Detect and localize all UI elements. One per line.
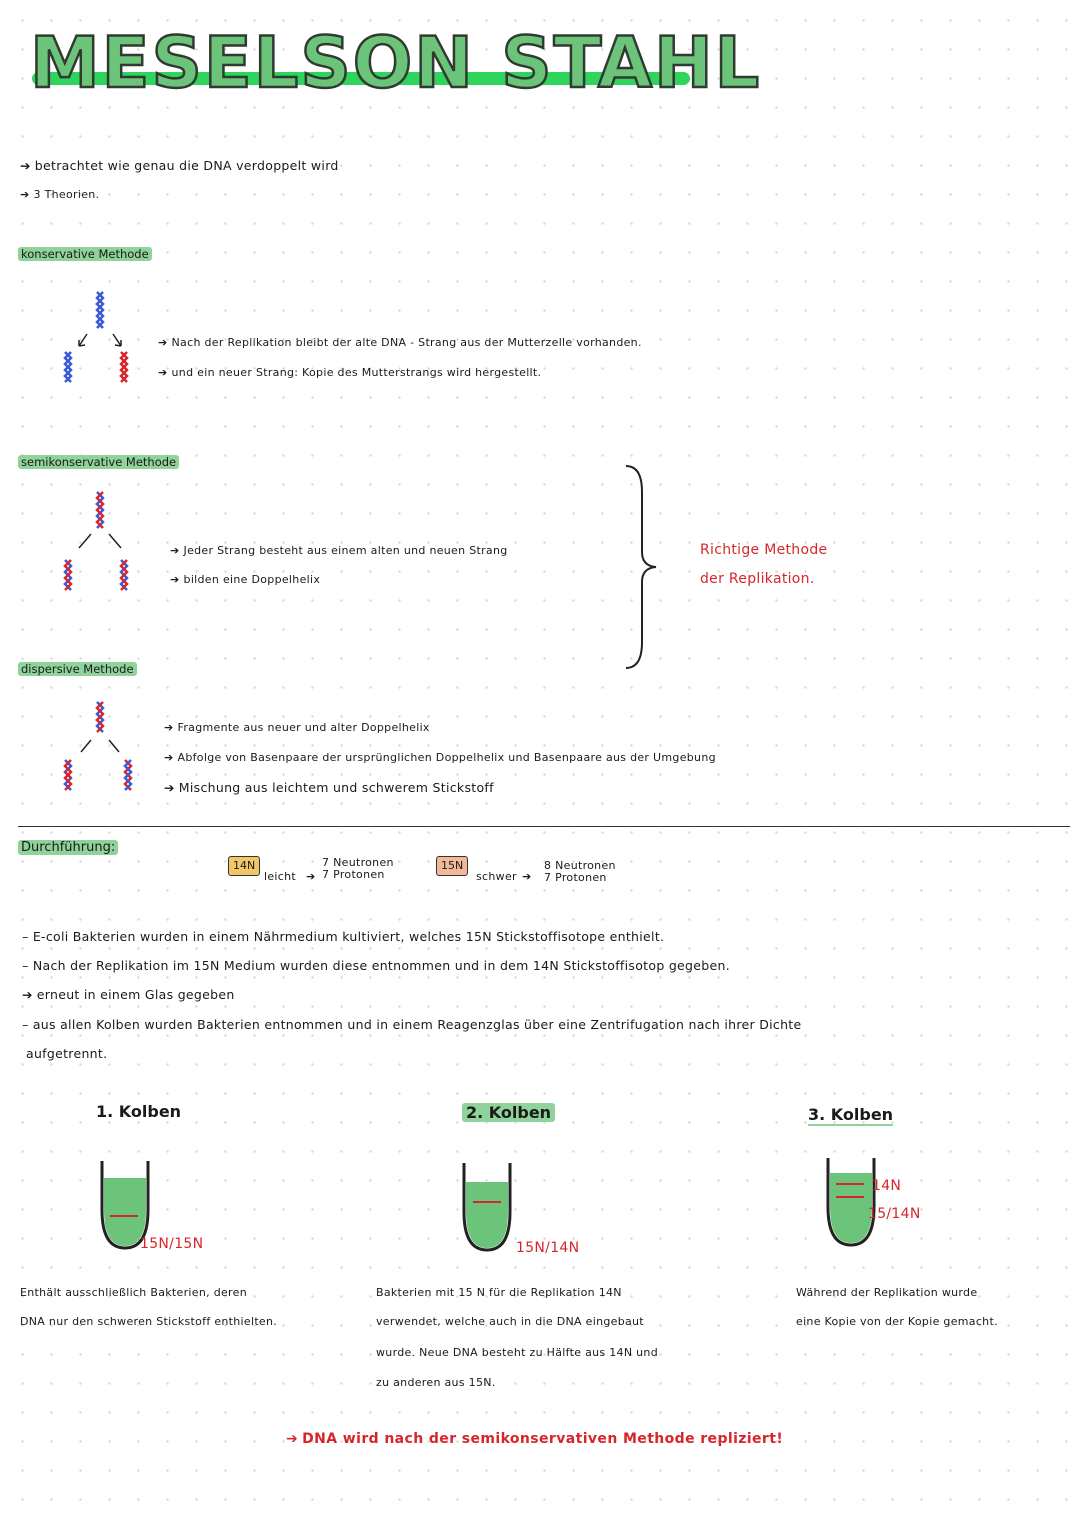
procedure-step-3: ➔erneut in einem Glas gegeben — [22, 987, 235, 1002]
intro-line-2: ➔3 Theorien. — [20, 188, 100, 201]
branch-left-line — [80, 739, 92, 753]
flask-2-band-label: 15N/14N — [516, 1240, 580, 1256]
arrow-right-icon: ➔ — [158, 366, 168, 379]
arrow-right-icon: ➔ — [20, 188, 30, 201]
arrow-right-icon: ➔ — [158, 336, 168, 349]
parent-helix-icon — [95, 291, 105, 329]
isotope-14n-badge: 14N — [228, 856, 261, 876]
mixed-helix-left-icon — [63, 759, 73, 791]
parent-helix-icon — [95, 701, 105, 733]
flask-2-description-line-4: zu anderen aus 15N. — [376, 1376, 496, 1389]
dispersive-method-label: dispersive Methode — [18, 662, 137, 676]
dispersive-point-1: ➔Fragmente aus neuer und alter Doppelhel… — [164, 721, 430, 734]
procedure-step-2: – Nach der Replikation im 15N Medium wur… — [22, 958, 730, 973]
flask-3-band-15-14n — [836, 1196, 864, 1198]
conservative-helix-diagram — [63, 291, 129, 383]
flask-1-description-line-1: Enthält ausschließlich Bakterien, deren — [20, 1286, 247, 1299]
section-divider — [18, 826, 1070, 827]
flask-2-band — [473, 1201, 501, 1203]
semiconservative-helix-diagram — [63, 491, 129, 591]
conservative-point-1: ➔Nach der Replikation bleibt der alte DN… — [158, 336, 642, 349]
test-tube-2-icon — [462, 1163, 512, 1252]
flask-3-band-14n — [836, 1183, 864, 1185]
parent-helix-icon — [95, 491, 105, 529]
arrow-right-icon: ➔ — [22, 987, 33, 1002]
branch-right-line — [108, 739, 120, 753]
title-underline — [32, 72, 690, 85]
isotope-14n-weight: leicht — [264, 870, 297, 883]
flask-3-title: 3. Kolben — [808, 1105, 894, 1126]
arrow-right-icon: ➔ — [164, 721, 174, 734]
correct-method-note-line-2: der Replikation. — [700, 571, 815, 587]
flask-2-description-line-2: verwendet, welche auch in die DNA eingeb… — [376, 1315, 644, 1328]
daughter-helix-right-icon — [119, 559, 129, 591]
isotope-15n-badge: 15N — [436, 856, 469, 876]
semiconservative-point-1: ➔Jeder Strang besteht aus einem alten un… — [170, 544, 508, 557]
conservative-method-label: konservative Methode — [18, 247, 152, 261]
procedure-step-1: – E-coli Bakterien wurden in einem Nährm… — [22, 929, 665, 944]
page-title: MESELSON STAHL — [29, 22, 762, 104]
isotope-14n-particles: 7 Neutronen 7 Protonen — [322, 856, 394, 881]
correct-method-note-line-1: Richtige Methode — [700, 542, 828, 558]
flask-2-description-line-3: wurde. Neue DNA besteht zu Hälfte aus 14… — [376, 1346, 658, 1359]
arrow-right-icon: ➔ — [306, 870, 316, 883]
semiconservative-point-2: ➔bilden eine Doppelhelix — [170, 573, 321, 586]
procedure-step-4: – aus allen Kolben wurden Bakterien entn… — [22, 1017, 802, 1032]
flask-1-band-label: 15N/15N — [140, 1236, 204, 1252]
flask-3-band-label-15-14n: 15/14N — [868, 1206, 921, 1222]
intro-line-1: ➔betrachtet wie genau die DNA verdoppelt… — [20, 158, 339, 173]
branch-right-line — [108, 533, 122, 549]
isotope-15n-particles: 8 Neutronen 7 Protonen — [544, 859, 616, 884]
new-helix-icon — [119, 351, 129, 383]
arrow-right-icon: ➔ — [522, 870, 532, 883]
semiconservative-method-label: semikonservative Methode — [18, 455, 180, 469]
arrow-right-icon: ➔ — [164, 780, 175, 795]
flask-3-description-line-2: eine Kopie von der Kopie gemacht. — [796, 1315, 998, 1328]
isotope-15n-weight: schwer — [476, 870, 517, 883]
flask-1-description-line-2: DNA nur den schweren Stickstoff enthielt… — [20, 1315, 278, 1328]
dispersive-helix-diagram — [63, 701, 133, 791]
arrow-right-icon: ➔ — [170, 573, 180, 586]
dispersive-point-3: ➔Mischung aus leichtem und schwerem Stic… — [164, 780, 494, 795]
flask-1-band — [110, 1215, 138, 1217]
arrow-down-left-icon — [78, 333, 88, 347]
mixed-helix-right-icon — [123, 759, 133, 791]
curly-brace-icon — [625, 465, 657, 669]
old-helix-icon — [63, 351, 73, 383]
test-tube-3-icon — [826, 1158, 876, 1247]
branch-left-line — [78, 533, 92, 549]
flask-2-title: 2. Kolben — [462, 1103, 556, 1122]
procedure-step-5: aufgetrennt. — [26, 1046, 108, 1061]
conclusion: ➔DNA wird nach der semikonservativen Met… — [286, 1431, 784, 1447]
daughter-helix-left-icon — [63, 559, 73, 591]
procedure-label: Durchführung: — [18, 840, 119, 855]
arrow-right-icon: ➔ — [164, 751, 174, 764]
arrow-right-icon: ➔ — [20, 158, 31, 173]
conservative-point-2: ➔und ein neuer Strang: Kopie des Mutters… — [158, 366, 542, 379]
dispersive-point-2: ➔Abfolge von Basenpaare der ursprünglich… — [164, 751, 716, 764]
arrow-down-right-icon — [112, 333, 122, 347]
flask-2-description-line-1: Bakterien mit 15 N für die Replikation 1… — [376, 1286, 622, 1299]
test-tube-1-icon — [100, 1161, 150, 1250]
arrow-right-icon: ➔ — [170, 544, 180, 557]
flask-1-title: 1. Kolben — [96, 1102, 182, 1121]
flask-3-description-line-1: Während der Replikation wurde — [796, 1286, 978, 1299]
arrow-right-icon: ➔ — [286, 1431, 299, 1447]
flask-3-band-label-14n: 14N — [872, 1178, 902, 1194]
